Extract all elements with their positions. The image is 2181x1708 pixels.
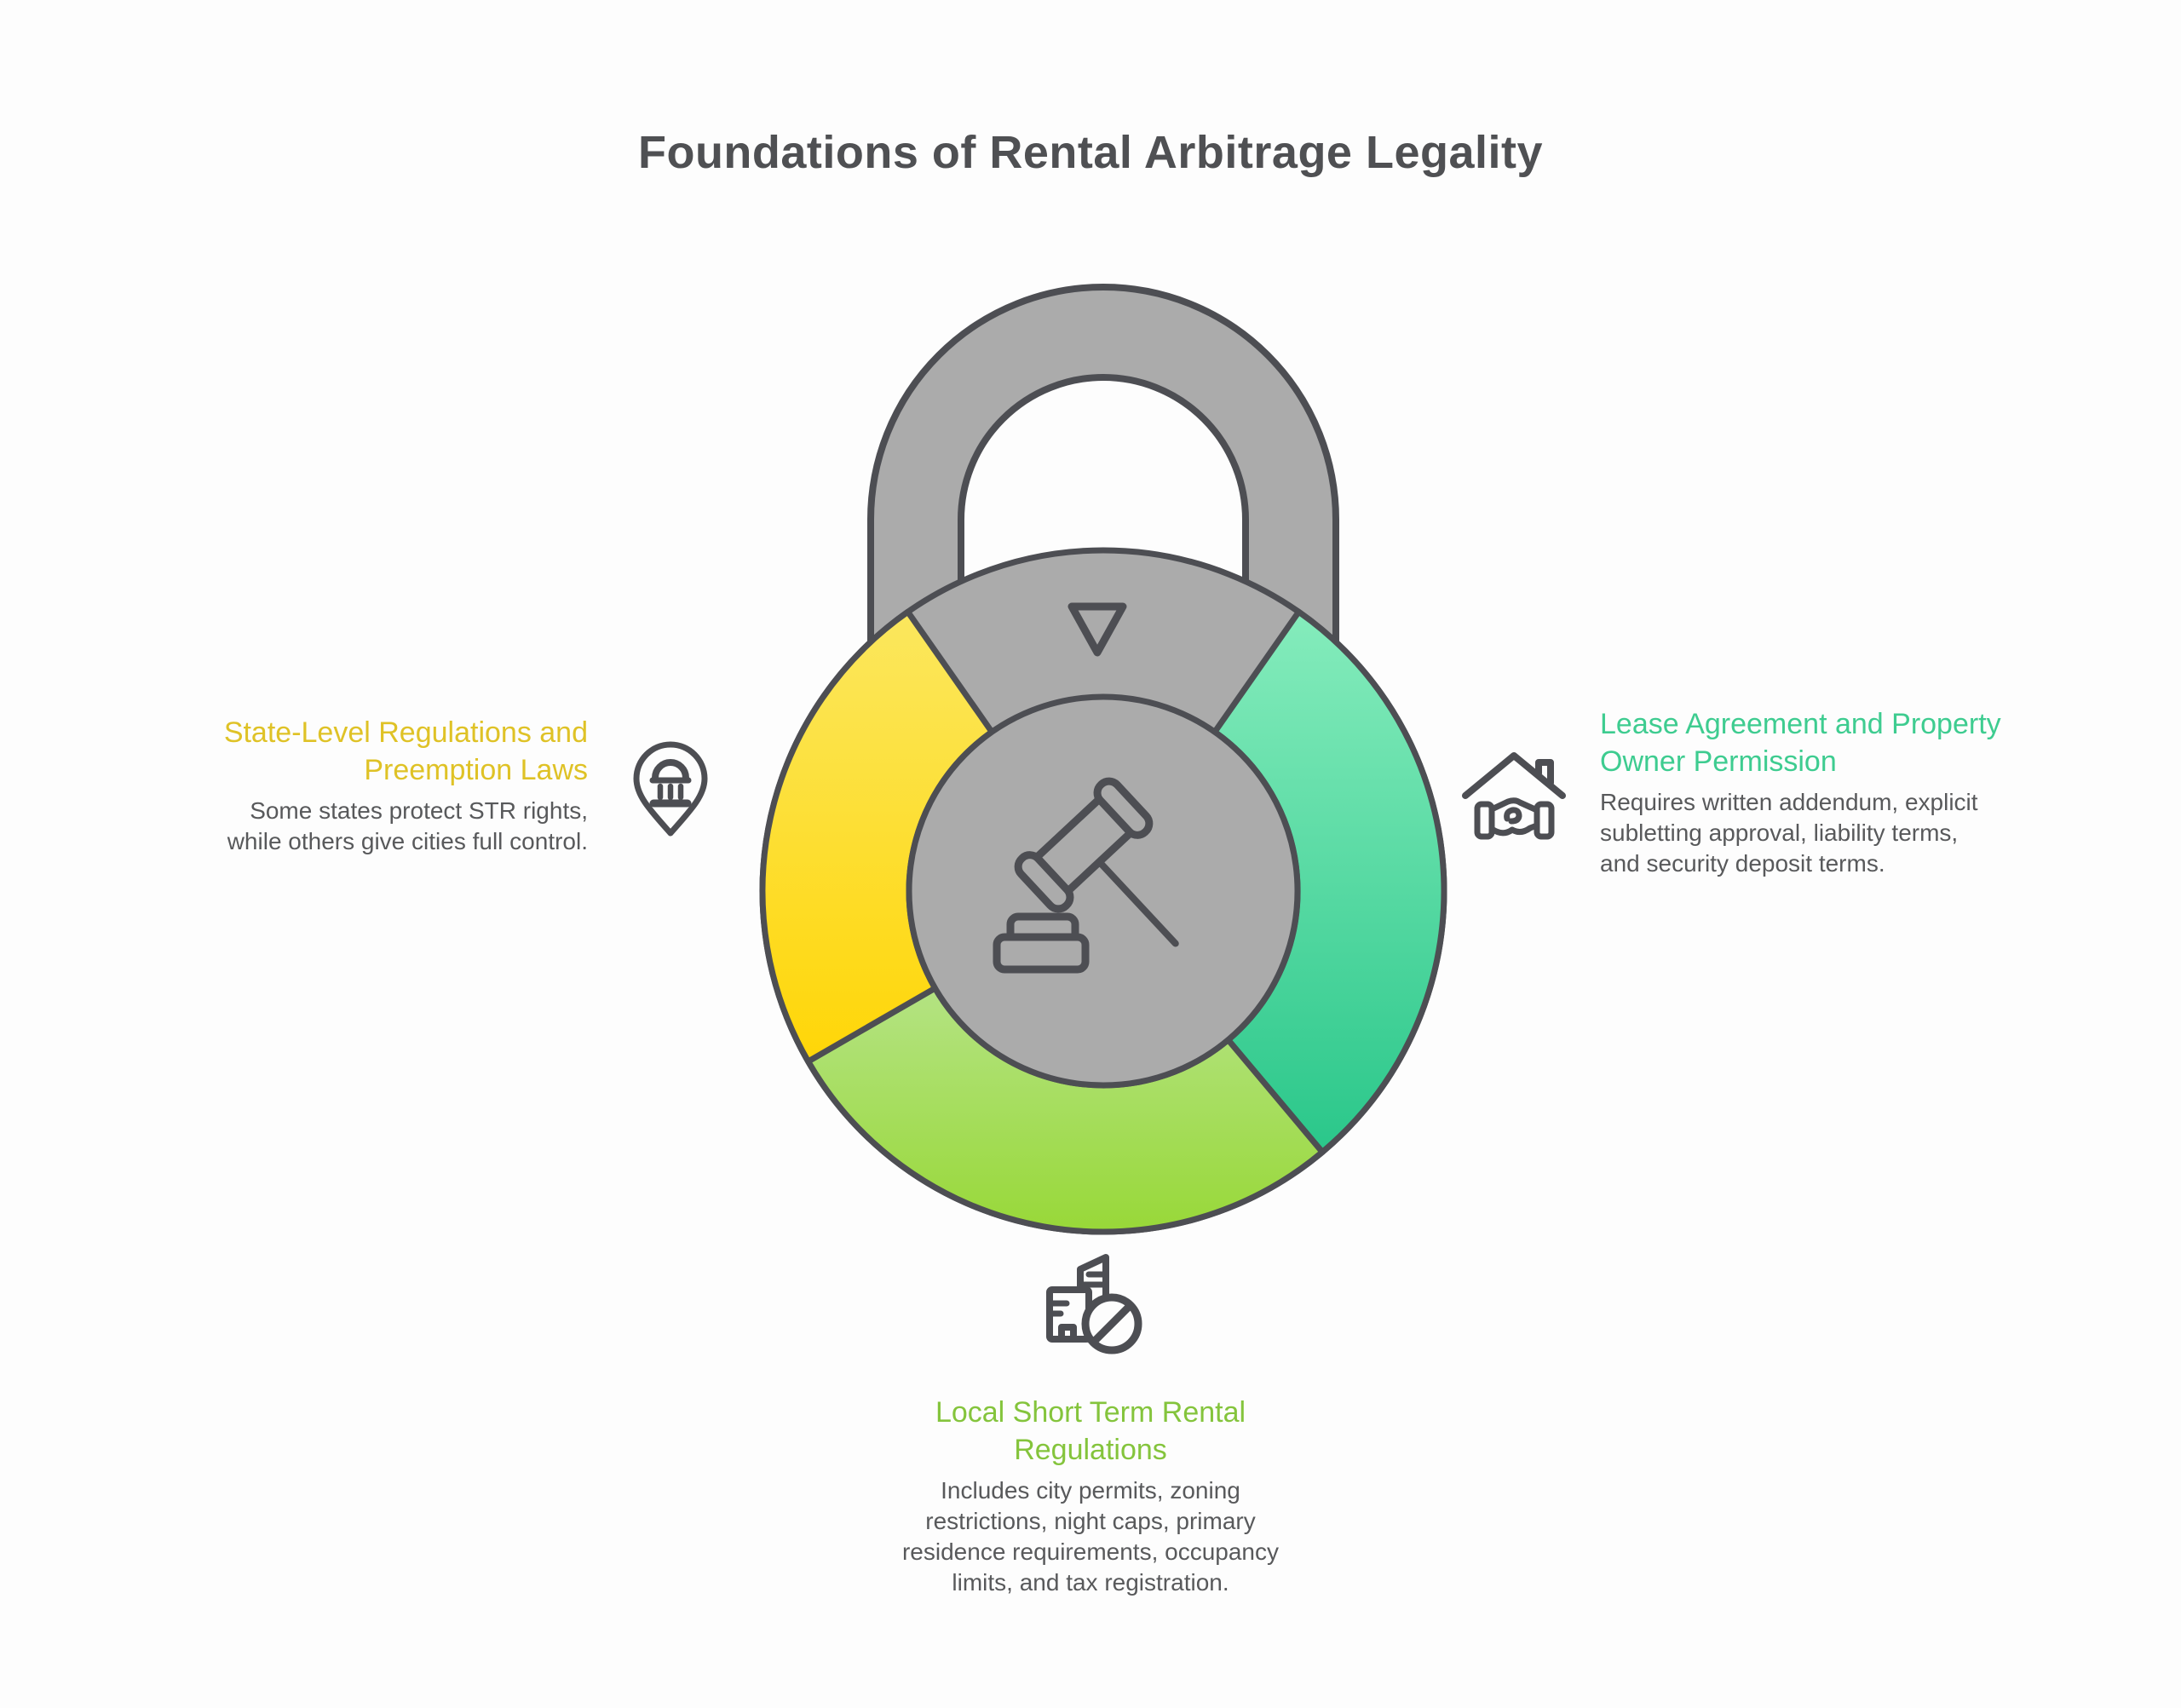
triangle-down-icon (1067, 602, 1127, 657)
section-title-local-str: Local Short Term Rental Regulations (935, 1396, 1246, 1467)
section-title-state-level: State-Level Regulations and Preemption L… (223, 716, 588, 787)
section-local-str: Local Short Term Rental Regulations Incl… (750, 1394, 1431, 1598)
section-state-level: State-Level Regulations and Preemption L… (102, 714, 588, 857)
landmark-pin-icon (633, 741, 708, 837)
section-title-lease-agreement: Lease Agreement and Property Owner Permi… (1600, 708, 2001, 779)
gavel-sound-block (993, 912, 1090, 974)
section-description-lease-agreement: Requires written addendum, explicit subl… (1600, 789, 1978, 877)
page-title: Foundations of Rental Arbitrage Legality (637, 127, 1544, 178)
section-description-state-level: Some states protect STR rights, while ot… (227, 797, 588, 855)
gavel-icon (993, 777, 1179, 974)
section-description-local-str: Includes city permits, zoning restrictio… (901, 1477, 1279, 1596)
house-handshake-icon (1462, 752, 1566, 840)
section-lease-agreement: Lease Agreement and Property Owner Permi… (1600, 705, 2145, 879)
lock-center-circle (906, 693, 1301, 1089)
building-ban-icon (1046, 1254, 1142, 1354)
padlock-shackle (867, 284, 1339, 767)
